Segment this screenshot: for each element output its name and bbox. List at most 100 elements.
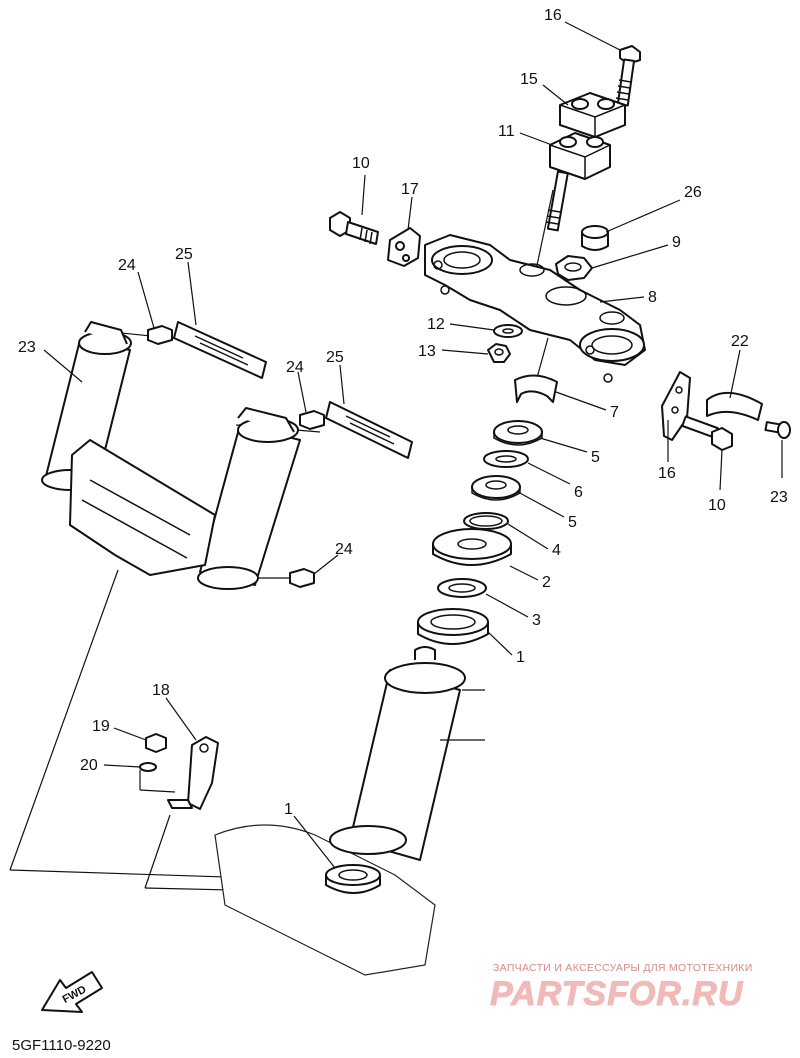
svg-text:1: 1 (284, 801, 293, 818)
part-bolt-22 (764, 421, 791, 439)
svg-text:11: 11 (498, 123, 515, 140)
callout-15: 16 (544, 7, 621, 51)
drawing-code: 5GF1110-9220 (12, 1037, 111, 1054)
part-lower-bracket-23 (41, 321, 301, 590)
part-strip-25-a (173, 321, 267, 379)
svg-text:25: 25 (175, 246, 193, 263)
part-ring-4 (463, 512, 509, 530)
callout-11: 11 (498, 123, 553, 146)
svg-text:5: 5 (568, 514, 577, 531)
part-ring-nut-5-lower (471, 475, 521, 501)
svg-text:9: 9 (672, 234, 681, 251)
svg-text:1: 1 (516, 649, 525, 666)
part-bearing-1-lower (325, 864, 381, 894)
callout-1-lower: 1 (284, 801, 336, 869)
svg-text:2: 2 (542, 574, 551, 591)
callout-18: 18 (152, 682, 197, 741)
svg-text:5: 5 (591, 449, 600, 466)
callout-5-upper: 5 (539, 437, 600, 466)
callout-10-upper: 10 (352, 155, 370, 216)
callout-21: 22 (729, 333, 749, 399)
callout-10-lower: 10 (708, 449, 726, 514)
svg-text:24: 24 (118, 257, 136, 274)
svg-text:15: 15 (520, 71, 538, 88)
callouts: 16 15 11 10 17 26 9 8 12 13 22 7 5 16 6 (18, 7, 788, 869)
svg-text:18: 18 (152, 682, 170, 699)
svg-text:22: 22 (731, 333, 749, 350)
svg-text:3: 3 (532, 612, 541, 629)
callout-14: 15 (520, 71, 569, 106)
callout-1-upper: 1 (487, 631, 525, 666)
svg-text:16: 16 (658, 465, 676, 482)
callout-8: 8 (599, 289, 657, 306)
callout-24-a: 24 (118, 257, 155, 329)
fwd-arrow-icon: FWD (41, 971, 103, 1013)
callout-24-c: 24 (313, 541, 353, 575)
part-upper-bracket-8 (424, 234, 646, 383)
callout-13: 13 (418, 343, 489, 360)
watermark-logo-text: PARTSFOR.RU (490, 975, 744, 1013)
watermark-caption: ЗАПЧАСТИ И АКСЕССУАРЫ ДЛЯ МОТОТЕХНИКИ (493, 962, 753, 974)
callout-22: 23 (770, 440, 788, 506)
part-block-24-a (147, 325, 173, 345)
svg-text:4: 4 (552, 542, 561, 559)
part-steering-stem (214, 646, 485, 976)
part-bolt-10-upper (329, 211, 379, 245)
callout-17: 17 (401, 181, 419, 231)
callout-25-a: 25 (175, 246, 197, 326)
part-cap-26 (581, 225, 609, 251)
svg-text:20: 20 (80, 757, 98, 774)
svg-text:8: 8 (648, 289, 657, 306)
part-bolt-19 (145, 733, 167, 753)
part-lock-washer-7 (514, 374, 558, 403)
callout-7: 7 (555, 391, 619, 421)
part-bearing-1-upper (417, 608, 489, 645)
svg-text:10: 10 (352, 155, 370, 172)
callout-2: 2 (509, 565, 551, 591)
callout-4: 4 (507, 523, 561, 559)
callout-19: 19 (92, 718, 147, 741)
watermark-logo: PARTSFOR.RU (490, 975, 744, 1014)
part-bracket-16 (661, 371, 691, 441)
svg-text:19: 19 (92, 718, 110, 735)
svg-text:16: 16 (544, 7, 562, 24)
callout-9: 9 (591, 234, 681, 269)
svg-text:23: 23 (770, 489, 788, 506)
svg-text:24: 24 (286, 359, 304, 376)
part-strip-25-b (325, 401, 413, 459)
svg-text:10: 10 (708, 497, 726, 514)
callout-20: 20 (80, 757, 141, 774)
part-handlebar-holder-upper-14 (559, 92, 626, 138)
part-ring-nut-5-upper (493, 420, 543, 446)
part-bracket-17 (387, 227, 421, 267)
part-cover-2 (432, 528, 512, 566)
svg-text:17: 17 (401, 181, 419, 198)
part-bolt-10-lower (681, 415, 733, 451)
callout-16: 16 (658, 420, 676, 482)
callout-12: 12 (427, 316, 495, 333)
part-bolt-15 (615, 45, 641, 107)
part-nut-13 (487, 343, 511, 363)
svg-text:25: 25 (326, 349, 344, 366)
part-clamp-21 (706, 392, 763, 421)
callout-24-b: 24 (286, 359, 307, 413)
part-washer-3 (437, 578, 487, 598)
part-block-24-c (289, 568, 315, 588)
callout-25-b: 25 (326, 349, 345, 405)
svg-text:26: 26 (684, 184, 702, 201)
svg-text:24: 24 (335, 541, 353, 558)
svg-text:6: 6 (574, 484, 583, 501)
callout-3: 3 (485, 593, 541, 629)
svg-text:7: 7 (610, 404, 619, 421)
svg-text:23: 23 (18, 339, 36, 356)
callout-6: 6 (527, 462, 583, 501)
callout-26: 26 (605, 184, 702, 233)
callout-23: 23 (18, 339, 83, 383)
part-block-24-b (299, 410, 325, 430)
part-handlebar-holder-lower-11 (545, 132, 611, 232)
part-washer-12 (493, 324, 523, 338)
part-bracket-18 (167, 736, 219, 810)
part-nut-9 (555, 255, 593, 281)
part-washer-20 (139, 762, 157, 772)
